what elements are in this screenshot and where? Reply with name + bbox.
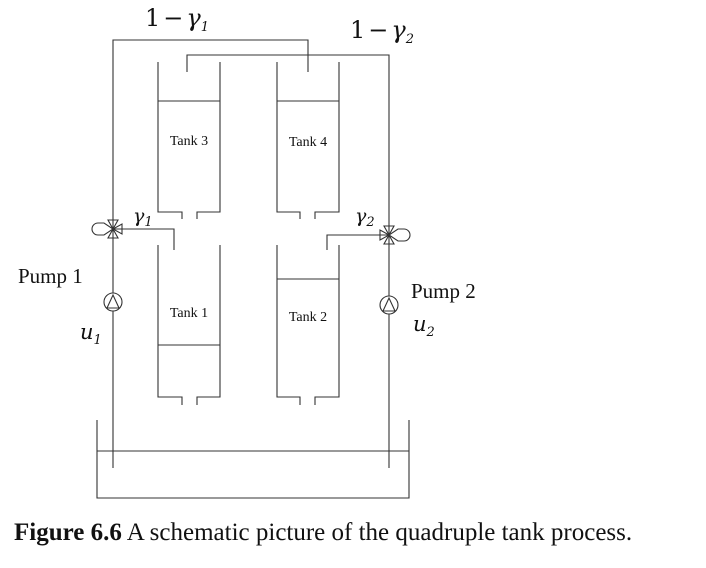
split-label-top-right: 1−γ2	[350, 16, 414, 47]
figure-caption: Figure 6.6 A schematic picture of the qu…	[14, 519, 632, 547]
tank-4-label: Tank 4	[289, 135, 327, 150]
tank-3	[157, 62, 221, 219]
tank-4	[276, 62, 340, 219]
pump2-pipe	[186, 54, 390, 468]
tank-2	[276, 245, 340, 405]
valve-2-icon	[379, 225, 411, 245]
pump-2-icon	[379, 295, 399, 315]
pump-1-label: Pump 1	[18, 264, 83, 288]
tank-2-label: Tank 2	[289, 310, 327, 325]
u1-label: u1	[80, 320, 102, 348]
valve-2-ratio-label: γ2	[355, 205, 375, 230]
pump-2-label: Pump 2	[411, 279, 476, 303]
pump-1-icon	[103, 292, 123, 312]
u2-label: u2	[413, 312, 435, 340]
split-label-top-left: 1−γ1	[145, 4, 209, 35]
valve-1-ratio-label: γ1	[133, 205, 153, 230]
reservoir	[96, 420, 410, 499]
pump1-pipe	[112, 39, 309, 468]
tank-1-label: Tank 1	[170, 306, 208, 321]
tank-3-label: Tank 3	[170, 134, 208, 149]
figure-number: Figure 6.6	[14, 519, 122, 546]
figure-caption-text: A schematic picture of the quadruple tan…	[121, 519, 633, 546]
valve-1-icon	[91, 219, 123, 239]
tank-1	[157, 245, 221, 405]
